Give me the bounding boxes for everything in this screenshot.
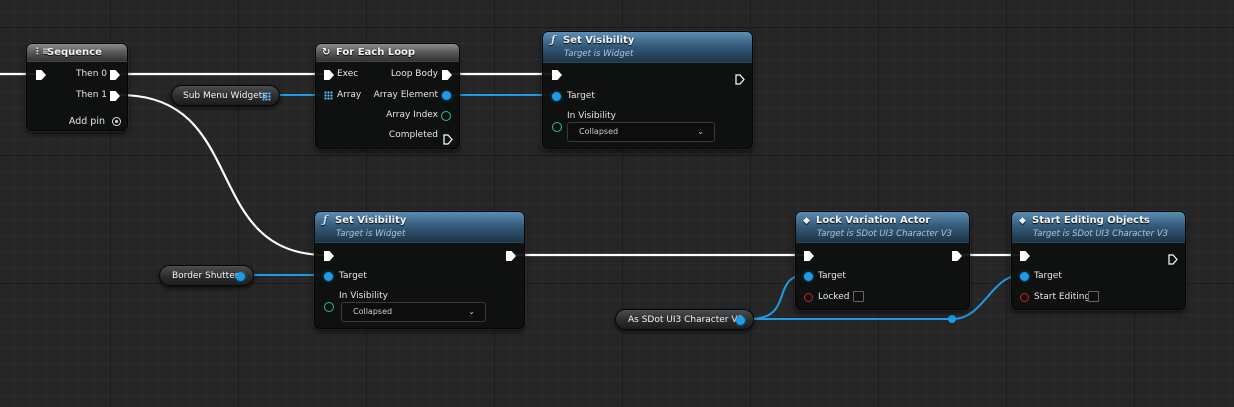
- cast-variable-node[interactable]: As SDot UI3 Character V3: [615, 309, 754, 330]
- event-diamond-icon: ◆: [803, 216, 810, 226]
- setvis-top-exec-out-pin[interactable]: [735, 70, 745, 89]
- array-index-pin[interactable]: [441, 111, 451, 121]
- exec-wire-then1-setvis-bottom: [119, 93, 327, 257]
- completed-pin[interactable]: [443, 130, 453, 148]
- add-pin-icon[interactable]: [112, 117, 121, 126]
- start-editing-pin[interactable]: [1020, 293, 1029, 302]
- completed-label: Completed: [388, 130, 438, 140]
- start-editing-objects-node[interactable]: ◆ Start Editing Objects Target is SDot U…: [1011, 211, 1186, 310]
- array-element-label: Array Element: [373, 90, 438, 100]
- setvis-top-visibility-value: Collapsed: [579, 127, 619, 136]
- array-grid-icon[interactable]: [262, 92, 271, 101]
- foreach-exec-in-pin[interactable]: [324, 70, 334, 80]
- then0-pin[interactable]: [110, 70, 120, 80]
- setvis-bottom-in-visibility-label: In Visibility: [339, 291, 388, 301]
- setvis-bottom-visibility-pin[interactable]: [324, 302, 334, 312]
- set-visibility-top-node[interactable]: ƒ Set Visibility Target is Widget Target…: [542, 31, 753, 149]
- start-editing-objects-subtitle: Target is SDot UI3 Character V3: [1033, 229, 1169, 239]
- lock-target-pin[interactable]: [804, 272, 813, 281]
- start-target-label: Target: [1034, 271, 1062, 281]
- setvis-top-in-visibility-label: In Visibility: [567, 111, 616, 121]
- sequence-exec-in-pin[interactable]: [36, 70, 46, 80]
- event-diamond-icon: ◆: [1019, 216, 1026, 226]
- setvis-bottom-target-pin[interactable]: [324, 272, 333, 281]
- sequence-title: Sequence: [47, 47, 102, 58]
- chevron-down-icon: ⌄: [468, 307, 475, 316]
- loop-body-label: Loop Body: [390, 69, 438, 79]
- border-shutter-label: Border Shutter: [172, 271, 239, 281]
- reroute-knot: [948, 315, 956, 323]
- for-each-loop-title: For Each Loop: [336, 47, 416, 58]
- setvis-top-target-pin[interactable]: [552, 92, 561, 101]
- sub-menu-widgets-label: Sub Menu Widgets: [183, 91, 267, 101]
- function-icon: ƒ: [551, 35, 556, 46]
- sequence-node[interactable]: ⋮≡ Sequence Then 0 Then 1 Add pin: [26, 43, 128, 131]
- loop-body-pin[interactable]: [442, 70, 452, 80]
- array-index-label: Array Index: [386, 110, 438, 120]
- cast-variable-label: As SDot UI3 Character V3: [628, 315, 744, 325]
- start-exec-out-pin[interactable]: [1168, 250, 1178, 269]
- lock-exec-in-pin[interactable]: [804, 251, 814, 261]
- add-pin-label[interactable]: Add pin: [68, 116, 105, 127]
- set-visibility-subtitle: Target is Widget: [336, 229, 406, 239]
- setvis-bottom-visibility-value: Collapsed: [353, 307, 393, 316]
- locked-pin[interactable]: [804, 293, 813, 302]
- setvis-top-visibility-dropdown[interactable]: Collapsed ⌄: [567, 122, 715, 142]
- sequence-icon: ⋮≡: [33, 47, 50, 57]
- lock-variation-actor-subtitle: Target is SDot UI3 Character V3: [817, 229, 953, 239]
- array-pin[interactable]: [324, 91, 333, 100]
- locked-label: Locked: [818, 292, 850, 302]
- setvis-top-target-label: Target: [567, 91, 595, 101]
- border-shutter-variable[interactable]: Border Shutter: [159, 265, 254, 286]
- locked-checkbox[interactable]: [853, 291, 864, 302]
- start-editing-checkbox[interactable]: [1088, 291, 1099, 302]
- lock-variation-actor-title: Lock Variation Actor: [816, 215, 931, 226]
- border-shutter-pin[interactable]: [236, 272, 245, 281]
- setvis-bottom-target-label: Target: [339, 271, 367, 281]
- set-visibility-bottom-node[interactable]: ƒ Set Visibility Target is Widget Target…: [314, 211, 525, 329]
- start-editing-label: Start Editing: [1034, 292, 1091, 302]
- exec-label: Exec: [337, 69, 359, 79]
- then1-label: Then 1: [75, 90, 107, 100]
- then1-pin[interactable]: [110, 91, 120, 101]
- lock-exec-out-pin[interactable]: [952, 251, 962, 261]
- setvis-top-exec-in-pin[interactable]: [552, 70, 562, 80]
- lock-variation-actor-node[interactable]: ◆ Lock Variation Actor Target is SDot UI…: [795, 211, 970, 310]
- sub-menu-widgets-variable[interactable]: Sub Menu Widgets: [171, 85, 280, 106]
- array-label: Array: [337, 90, 362, 100]
- setvis-bottom-visibility-dropdown[interactable]: Collapsed ⌄: [341, 302, 486, 322]
- chevron-down-icon: ⌄: [697, 127, 704, 136]
- array-element-pin[interactable]: [442, 91, 451, 100]
- start-exec-in-pin[interactable]: [1020, 251, 1030, 261]
- set-visibility-title: Set Visibility: [563, 35, 635, 46]
- function-icon: ƒ: [323, 215, 328, 226]
- start-editing-objects-title: Start Editing Objects: [1032, 215, 1150, 226]
- setvis-bottom-exec-in-pin[interactable]: [324, 251, 334, 261]
- start-target-pin[interactable]: [1020, 272, 1029, 281]
- loop-icon: ↻: [322, 47, 331, 58]
- set-visibility-title: Set Visibility: [335, 215, 407, 226]
- for-each-loop-node[interactable]: ↻ For Each Loop Exec Array Loop Body Arr…: [315, 43, 460, 149]
- setvis-top-visibility-pin[interactable]: [552, 122, 562, 132]
- cast-output-pin[interactable]: [736, 316, 745, 325]
- set-visibility-subtitle: Target is Widget: [564, 49, 634, 59]
- then0-label: Then 0: [75, 69, 107, 79]
- setvis-bottom-exec-out-pin[interactable]: [506, 251, 516, 261]
- lock-target-label: Target: [818, 271, 846, 281]
